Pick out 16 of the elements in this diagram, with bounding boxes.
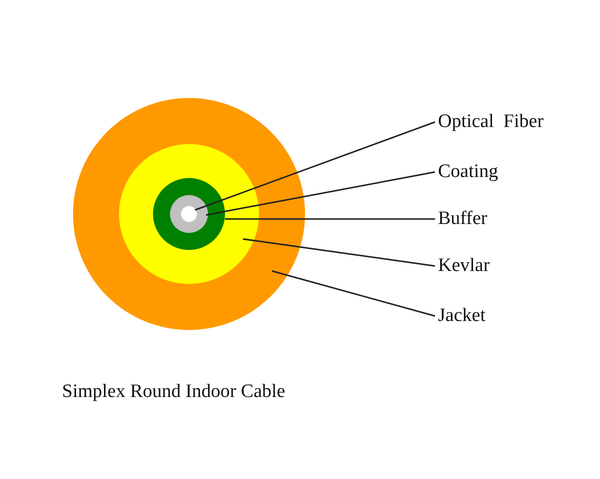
coating-ring <box>170 195 208 233</box>
part-label: Kevlar <box>438 255 490 277</box>
leader-line <box>206 171 436 216</box>
part-label: Jacket <box>438 305 486 327</box>
jacket-ring <box>73 98 305 330</box>
leader-line <box>194 121 436 211</box>
part-label: Coating <box>438 161 498 183</box>
leader-line <box>242 238 436 267</box>
leader-line <box>225 218 435 220</box>
buffer-ring <box>153 178 225 250</box>
caption: Simplex Round Indoor Cable <box>62 381 286 403</box>
leader-line <box>272 270 436 317</box>
part-label: Buffer <box>438 208 488 230</box>
kevlar-ring <box>119 144 259 284</box>
fiber-core <box>181 206 197 222</box>
part-label: Optical Fiber <box>438 111 544 133</box>
